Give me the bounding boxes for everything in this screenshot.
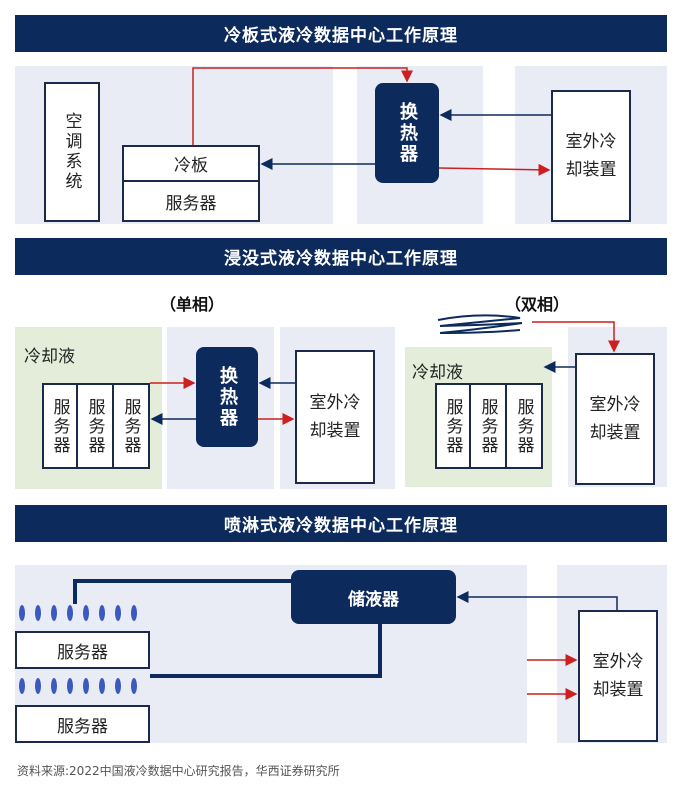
immersion-heat-exchanger-label: 换热器 xyxy=(217,365,238,429)
single-phase-label: （单相） xyxy=(160,295,225,314)
two-phase-outdoor-cooling: 室外冷却装置 xyxy=(575,353,655,485)
exchanger-hot-arrow xyxy=(438,163,551,176)
server-label: 服务器 xyxy=(165,193,217,214)
spray-server-1: 服务器 xyxy=(15,631,150,669)
cold-plate-title: 冷板式液冷数据中心工作原理 xyxy=(15,15,667,52)
two-phase-coolant-label: 冷却液 xyxy=(412,363,463,383)
immersion-server-3-label: 服务器 xyxy=(120,397,141,455)
reservoir-label: 储液器 xyxy=(348,589,399,610)
spray-droplet xyxy=(115,605,121,621)
spray-server-2: 服务器 xyxy=(15,705,150,743)
spray-droplet xyxy=(51,678,57,694)
cold-plate-label: 冷板 xyxy=(174,156,208,176)
spray-droplet xyxy=(35,605,41,621)
spray-droplet xyxy=(131,605,137,621)
two-phase-server-2: 服务器 xyxy=(471,383,507,469)
immersion-server-1-label: 服务器 xyxy=(49,397,70,455)
spray-server-2-label: 服务器 xyxy=(57,716,108,737)
two-phase-server-1-label: 服务器 xyxy=(442,397,463,455)
cold-plate-box: 冷板 xyxy=(122,145,260,182)
outdoor-cooling-label: 室外冷却装置 xyxy=(565,132,617,180)
spray-droplet xyxy=(83,605,89,621)
source-note: 资料来源:2022中国液冷数据中心研究报告，华西证券研究所 xyxy=(17,764,340,778)
spray-droplet xyxy=(115,678,121,694)
two-phase-server-3: 服务器 xyxy=(507,383,543,469)
spray-title: 喷淋式液冷数据中心工作原理 xyxy=(15,505,667,542)
immersion-server-2: 服务器 xyxy=(78,383,114,469)
single-phase-coolant-label: 冷却液 xyxy=(24,347,75,367)
spray-droplet xyxy=(99,605,105,621)
two-phase-label: （双相） xyxy=(505,295,570,314)
immersion-title: 浸没式液冷数据中心工作原理 xyxy=(15,238,667,275)
spray-droplet xyxy=(19,605,25,621)
hot-flow-arrow xyxy=(192,67,413,145)
immersion-outdoor-cooling-label: 室外冷却装置 xyxy=(309,393,361,441)
spray-droplet xyxy=(51,605,57,621)
spray-pipe-top xyxy=(73,579,291,604)
spray-droplet xyxy=(19,678,25,694)
server-box: 服务器 xyxy=(122,182,260,222)
spray-droplet xyxy=(67,605,73,621)
spray-outdoor-cooling: 室外冷却装置 xyxy=(578,610,658,742)
vapor-flow-arrow xyxy=(532,321,620,353)
two-phase-server-3-label: 服务器 xyxy=(513,397,534,455)
spray-droplet xyxy=(99,678,105,694)
heat-exchanger-box: 换热器 xyxy=(375,83,439,183)
spray-droplet xyxy=(35,678,41,694)
heat-exchanger-label: 换热器 xyxy=(397,101,418,165)
ac-system-box: 空调系统 xyxy=(44,82,100,222)
immersion-heat-exchanger: 换热器 xyxy=(196,347,258,447)
spray-return-arrow xyxy=(456,591,618,610)
immersion-outdoor-cooling: 室外冷却装置 xyxy=(295,350,375,484)
two-phase-outdoor-cooling-label: 室外冷却装置 xyxy=(589,395,641,443)
immersion-server-3: 服务器 xyxy=(114,383,150,469)
two-phase-server-2-label: 服务器 xyxy=(477,397,498,455)
vapor-squiggle xyxy=(437,314,523,334)
outdoor-cooling-box: 室外冷却装置 xyxy=(551,90,631,222)
spray-droplet xyxy=(67,678,73,694)
ac-system-label: 空调系统 xyxy=(61,112,82,192)
spray-server-1-label: 服务器 xyxy=(57,642,108,663)
two-phase-server-1: 服务器 xyxy=(435,383,471,469)
spray-droplet xyxy=(83,678,89,694)
immersion-server-1: 服务器 xyxy=(42,383,78,469)
reservoir-box: 储液器 xyxy=(291,570,456,624)
spray-pipe-bottom xyxy=(150,624,382,678)
spray-outdoor-cooling-label: 室外冷却装置 xyxy=(592,652,644,700)
immersion-server-2-label: 服务器 xyxy=(84,397,105,455)
spray-droplet xyxy=(131,678,137,694)
